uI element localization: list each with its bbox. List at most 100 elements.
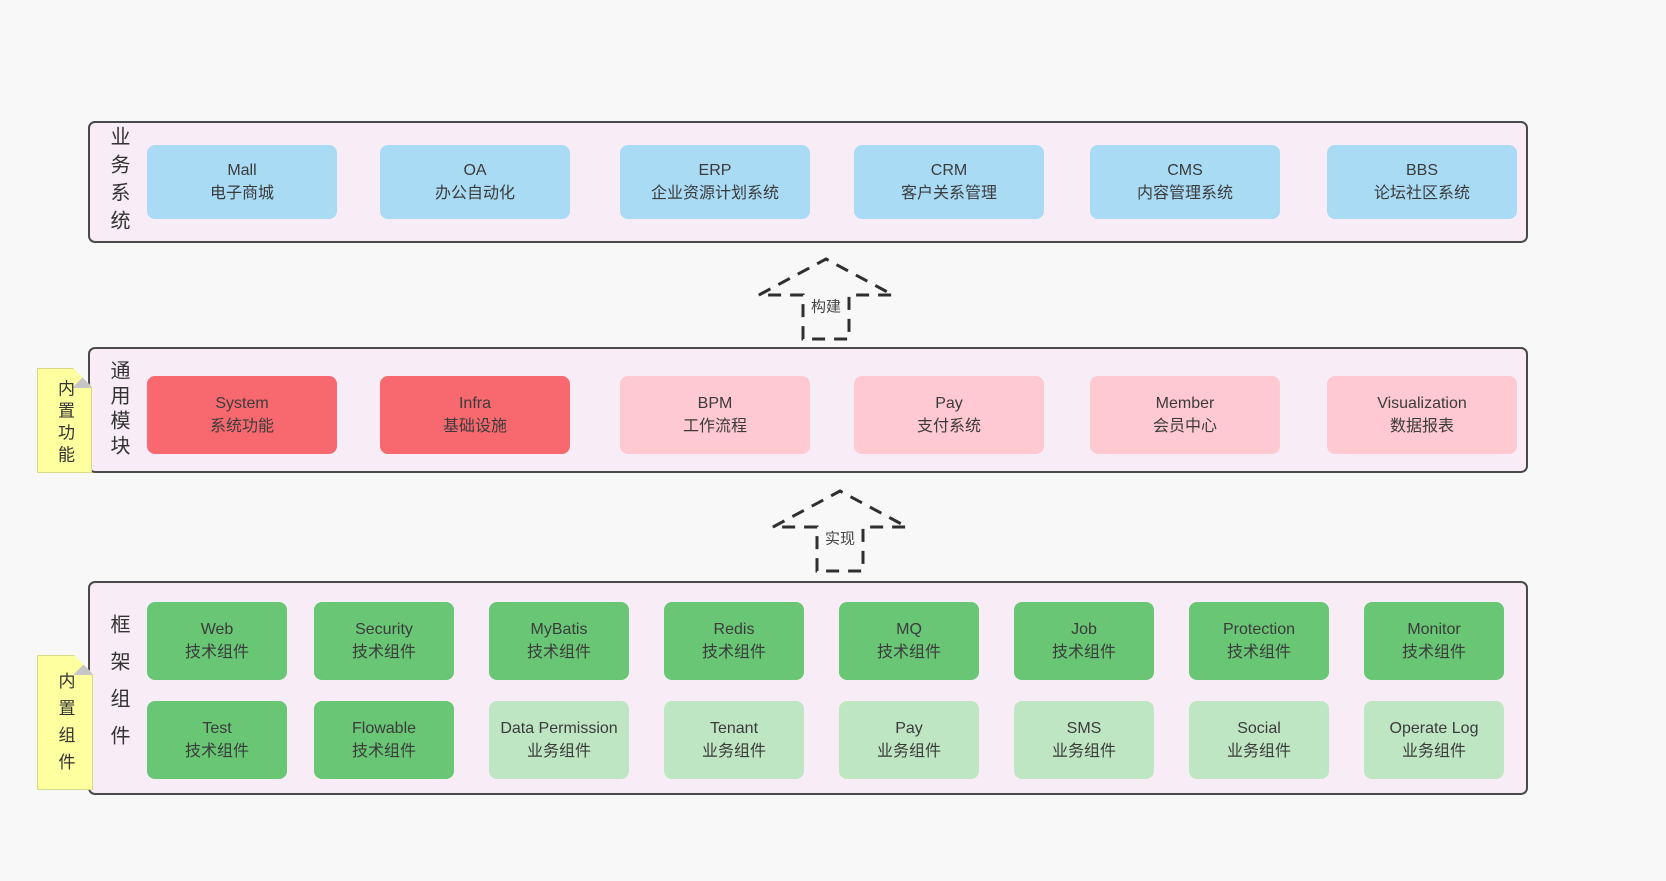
box-cms: CMS 内容管理系统 xyxy=(1090,145,1280,219)
box-en-label: Test xyxy=(202,719,232,737)
box-en-label: Monitor xyxy=(1407,620,1461,638)
box-redis: Redis 技术组件 xyxy=(664,602,804,680)
box-en-label: Tenant xyxy=(709,719,759,737)
box-en-label: BBS xyxy=(1405,161,1438,179)
arrow-implement-label: 实现 xyxy=(820,526,860,550)
box-en-label: Pay xyxy=(895,719,923,737)
box-cn-label: 企业资源计划系统 xyxy=(650,185,779,202)
box-tenant: Tenant 业务组件 xyxy=(664,701,804,779)
layer-label-common-modules: 通用模块 xyxy=(107,360,129,460)
box-cn-label: 技术组件 xyxy=(526,644,591,661)
box-cn-label: 技术组件 xyxy=(1226,644,1291,661)
box-en-label: ERP xyxy=(698,161,732,179)
box-cn-label: 业务组件 xyxy=(701,743,766,760)
note-text: 内置功能 xyxy=(55,379,74,468)
box-cn-label: 业务组件 xyxy=(1226,743,1291,760)
box-cn-label: 数据报表 xyxy=(1389,418,1454,435)
box-pay: Pay 支付系统 xyxy=(854,376,1044,454)
layer-label-framework-components: 框架组件 xyxy=(107,614,129,762)
box-job: Job 技术组件 xyxy=(1014,602,1154,680)
box-en-label: Web xyxy=(200,620,234,638)
box-cn-label: 业务组件 xyxy=(1051,743,1116,760)
box-sms: SMS 业务组件 xyxy=(1014,701,1154,779)
box-crm: CRM 客户关系管理 xyxy=(854,145,1044,219)
box-pay: Pay 业务组件 xyxy=(839,701,979,779)
box-data-permission: Data Permission 业务组件 xyxy=(489,701,629,779)
box-protection: Protection 技术组件 xyxy=(1189,602,1329,680)
box-en-label: CRM xyxy=(930,161,968,179)
box-member: Member 会员中心 xyxy=(1090,376,1280,454)
box-en-label: OA xyxy=(463,161,487,179)
box-cn-label: 基础设施 xyxy=(442,418,507,435)
box-cn-label: 业务组件 xyxy=(1401,743,1466,760)
note-text: 内置组件 xyxy=(55,671,75,780)
box-bbs: BBS 论坛社区系统 xyxy=(1327,145,1517,219)
arrow-implement: 实现 xyxy=(760,487,920,575)
box-cn-label: 业务组件 xyxy=(526,743,591,760)
box-operate-log: Operate Log 业务组件 xyxy=(1364,701,1504,779)
arrow-build: 构建 xyxy=(746,255,906,343)
box-cn-label: 工作流程 xyxy=(682,418,747,435)
box-monitor: Monitor 技术组件 xyxy=(1364,602,1504,680)
layer-business-systems: 业务系统 Mall 电子商城 OA 办公自动化 ERP 企业资源计划系统 CRM 客户关系管理… xyxy=(88,121,1528,243)
box-cn-label: 业务组件 xyxy=(876,743,941,760)
sticky-note-built-in-components: 内置组件 xyxy=(37,655,93,790)
box-cn-label: 技术组件 xyxy=(351,743,416,760)
box-test: Test 技术组件 xyxy=(147,701,287,779)
box-cn-label: 技术组件 xyxy=(184,644,249,661)
box-en-label: MyBatis xyxy=(530,620,588,638)
layer-label-business-systems: 业务系统 xyxy=(107,126,129,238)
box-cn-label: 技术组件 xyxy=(184,743,249,760)
box-en-label: System xyxy=(215,394,269,412)
box-social: Social 业务组件 xyxy=(1189,701,1329,779)
box-en-label: BPM xyxy=(697,394,733,412)
box-security: Security 技术组件 xyxy=(314,602,454,680)
box-en-label: Data Permission xyxy=(500,719,618,737)
box-visualization: Visualization 数据报表 xyxy=(1327,376,1517,454)
box-cn-label: 技术组件 xyxy=(351,644,416,661)
box-cn-label: 会员中心 xyxy=(1152,418,1217,435)
box-mall: Mall 电子商城 xyxy=(147,145,337,219)
sticky-note-built-in-features: 内置功能 xyxy=(37,368,92,473)
arrow-build-label: 构建 xyxy=(806,294,846,318)
box-mybatis: MyBatis 技术组件 xyxy=(489,602,629,680)
box-bpm: BPM 工作流程 xyxy=(620,376,810,454)
box-web: Web 技术组件 xyxy=(147,602,287,680)
box-cn-label: 技术组件 xyxy=(1051,644,1116,661)
box-cn-label: 内容管理系统 xyxy=(1136,185,1233,202)
box-en-label: Protection xyxy=(1222,620,1296,638)
box-system: System 系统功能 xyxy=(147,376,337,454)
box-en-label: Infra xyxy=(458,394,491,412)
box-en-label: Security xyxy=(355,620,413,638)
box-cn-label: 电子商城 xyxy=(209,185,274,202)
box-en-label: Redis xyxy=(713,620,755,638)
box-en-label: SMS xyxy=(1066,719,1102,737)
box-cn-label: 系统功能 xyxy=(209,418,274,435)
box-cn-label: 技术组件 xyxy=(1401,644,1466,661)
dashed-up-arrow-icon xyxy=(758,257,894,341)
box-en-label: Flowable xyxy=(351,719,417,737)
box-cn-label: 论坛社区系统 xyxy=(1373,185,1470,202)
box-en-label: Member xyxy=(1155,394,1215,412)
box-cn-label: 客户关系管理 xyxy=(900,185,997,202)
box-oa: OA 办公自动化 xyxy=(380,145,570,219)
box-infra: Infra 基础设施 xyxy=(380,376,570,454)
layer-common-modules: 通用模块 System 系统功能 Infra 基础设施 BPM 工作流程 Pay 支付系统 Me… xyxy=(88,347,1528,473)
box-cn-label: 支付系统 xyxy=(916,418,981,435)
box-en-label: Job xyxy=(1071,620,1097,638)
box-en-label: Operate Log xyxy=(1389,719,1479,737)
box-en-label: Pay xyxy=(935,394,963,412)
box-en-label: Social xyxy=(1237,719,1281,737)
box-en-label: Visualization xyxy=(1377,394,1467,412)
box-en-label: MQ xyxy=(896,620,922,638)
box-erp: ERP 企业资源计划系统 xyxy=(620,145,810,219)
box-flowable: Flowable 技术组件 xyxy=(314,701,454,779)
box-en-label: Mall xyxy=(227,161,257,179)
box-en-label: CMS xyxy=(1167,161,1203,179)
box-cn-label: 办公自动化 xyxy=(434,185,515,202)
box-cn-label: 技术组件 xyxy=(701,644,766,661)
dashed-up-arrow-icon xyxy=(772,489,908,573)
